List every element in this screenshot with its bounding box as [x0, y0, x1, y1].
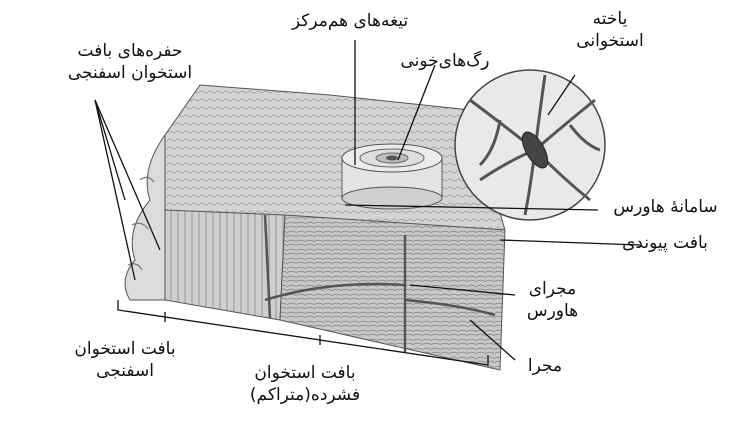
label-blood-vessels: رگ‌های‌خونی	[375, 50, 515, 72]
label-canal: مجرا	[515, 355, 575, 377]
label-bone-cell-line1: یاخته	[555, 8, 665, 30]
label-concentric-lamellae: تیغه‌های هم‌مرکز	[255, 10, 445, 32]
bone-cell-magnified	[455, 70, 605, 220]
label-haversian-canal: مجرای هاورس	[515, 278, 590, 322]
label-spongy-bone-line2: اسفنجی	[60, 360, 190, 382]
label-spongy-cavities-line2: استخوان اسفنجی	[55, 62, 205, 84]
label-spongy-bone: بافت استخوان اسفنجی	[60, 338, 190, 382]
bone-block	[125, 85, 505, 370]
label-spongy-cavities-line1: حفره‌های بافت	[55, 40, 205, 62]
label-compact-bone-line1: بافت استخوان	[220, 362, 390, 384]
label-connective-tissue: بافت پیوندی	[600, 232, 730, 254]
label-bone-cell-line2: استخوانی	[555, 30, 665, 52]
spongy-bone-edge	[125, 135, 165, 300]
label-compact-bone-line2: فشرده(متراکم)	[220, 384, 390, 406]
label-haversian-canal-line2: هاورس	[515, 300, 590, 322]
label-haversian-canal-line1: مجرای	[515, 278, 590, 300]
label-compact-bone: بافت استخوان فشرده(متراکم)	[220, 362, 390, 406]
osteon-cylinder	[342, 144, 442, 209]
label-haversian-system: سامانهٔ هاورس	[598, 196, 733, 218]
label-bone-cell: یاخته استخوانی	[555, 8, 665, 52]
label-spongy-bone-line1: بافت استخوان	[60, 338, 190, 360]
label-spongy-cavities: حفره‌های بافت استخوان اسفنجی	[55, 40, 205, 84]
bone-right-face	[280, 215, 505, 370]
